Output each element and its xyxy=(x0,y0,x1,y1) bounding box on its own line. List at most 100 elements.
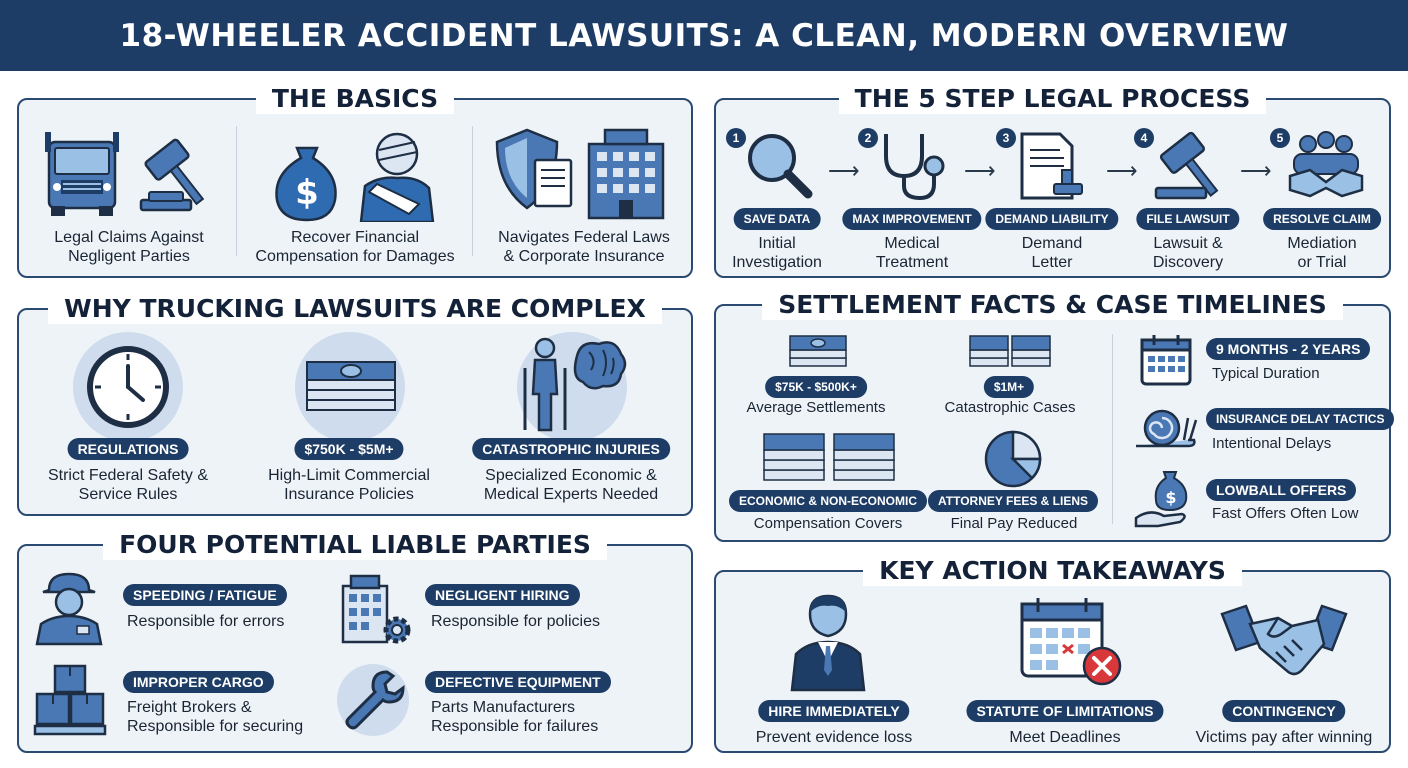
complex-title: WHY TRUCKING LAWSUITS ARE COMPLEX xyxy=(48,294,662,324)
truck-gavel-icon xyxy=(45,132,205,216)
fact-badge-4: ATTORNEY FEES & LIENS xyxy=(927,490,1099,512)
basics-title: THE BASICS xyxy=(255,84,455,114)
basics-caption-2: Recover Financial Compensation for Damag… xyxy=(255,229,455,265)
wrench-icon xyxy=(345,670,405,730)
takeaway-caption-1: Prevent evidence loss xyxy=(755,729,913,746)
arrow-icon: ⟶ xyxy=(964,158,996,183)
document-stamp-icon xyxy=(1020,132,1083,200)
complex-badge-3: CATASTROPHIC INJURIES xyxy=(472,438,670,460)
driver-icon xyxy=(35,572,103,646)
basics-panel: THE BASICS Legal Claims Against Negligen… xyxy=(17,84,693,278)
settlement-title: SETTLEMENT FACTS & CASE TIMELINES xyxy=(762,290,1343,320)
cash-stack-icon xyxy=(789,335,847,367)
step-caption-4: Lawsuit & Discovery xyxy=(1152,235,1224,271)
boxes-icon xyxy=(33,664,107,736)
takeaways-panel: KEY ACTION TAKEAWAYS HIRE IMMEDIATELY Pr… xyxy=(714,556,1391,753)
calendar-icon xyxy=(1140,335,1192,386)
hand-money-icon: $ xyxy=(1134,471,1188,528)
takeaways-title: KEY ACTION TAKEAWAYS xyxy=(863,556,1242,586)
timeline-badge-2: INSURANCE DELAY TACTICS xyxy=(1206,408,1395,430)
cash-stack-icon xyxy=(306,361,396,411)
fact-caption-3: Compensation Covers xyxy=(753,515,903,532)
step-caption-2: Medical Treatment xyxy=(875,235,949,271)
liable-badge-1: SPEEDING / FATIGUE xyxy=(123,584,287,606)
liable-panel: FOUR POTENTIAL LIABLE PARTIES SPEEDING /… xyxy=(17,530,693,753)
liable-badge-3: IMPROPER CARGO xyxy=(123,671,274,693)
complex-caption-1: Strict Federal Safety & Service Rules xyxy=(47,467,209,503)
process-title: THE 5 STEP LEGAL PROCESS xyxy=(838,84,1267,114)
divider xyxy=(472,126,473,256)
step-number-1: 1 xyxy=(726,128,746,148)
liable-caption-2: Responsible for policies xyxy=(431,613,600,630)
clock-icon xyxy=(87,346,169,428)
arrow-icon: ⟶ xyxy=(828,158,860,183)
crutches-brain-icon xyxy=(523,337,627,432)
svg-text:$: $ xyxy=(295,173,319,213)
snail-icon xyxy=(1136,409,1198,448)
step-caption-5: Mediation or Trial xyxy=(1287,235,1357,271)
complex-panel: WHY TRUCKING LAWSUITS ARE COMPLEX REGULA… xyxy=(17,294,693,516)
fact-badge-2: $1M+ xyxy=(983,376,1035,398)
liable-title: FOUR POTENTIAL LIABLE PARTIES xyxy=(103,530,607,560)
arrow-icon: ⟶ xyxy=(1240,158,1272,183)
pie-chart-icon xyxy=(984,430,1042,488)
timeline-caption-3: Fast Offers Often Low xyxy=(1212,505,1359,522)
divider xyxy=(236,126,237,256)
liable-badge-4: DEFECTIVE EQUIPMENT xyxy=(425,671,611,693)
takeaway-caption-2: Meet Deadlines xyxy=(1009,729,1121,746)
calendar-x-icon xyxy=(1020,598,1122,686)
step-number-5: 5 xyxy=(1270,128,1290,148)
step-number-2: 2 xyxy=(858,128,878,148)
step-badge-1: SAVE DATA xyxy=(733,208,821,230)
lawyer-icon xyxy=(790,594,866,692)
settlement-panel: SETTLEMENT FACTS & CASE TIMELINES $75K -… xyxy=(714,290,1395,542)
takeaway-caption-3: Victims pay after winning xyxy=(1195,729,1373,746)
complex-badge-1: REGULATIONS xyxy=(67,438,189,460)
liable-badge-2: NEGLIGENT HIRING xyxy=(425,584,580,606)
step-badge-3: DEMAND LIABILITY xyxy=(985,208,1119,230)
cash-stacks-icon xyxy=(763,433,895,481)
fact-badge-1: $75K - $500K+ xyxy=(765,376,867,398)
handshake-icon xyxy=(1220,604,1348,676)
fact-badge-3: ECONOMIC & NON-ECONOMIC xyxy=(729,490,927,512)
handshake-group-icon xyxy=(1288,131,1364,198)
step-number-3: 3 xyxy=(996,128,1016,148)
liable-caption-3: Freight Brokers & Responsible for securi… xyxy=(127,699,304,735)
timeline-badge-3: LOWBALL OFFERS xyxy=(1206,479,1357,501)
page-header: 18-WHEELER ACCIDENT LAWSUITS: A CLEAN, M… xyxy=(0,0,1408,71)
step-caption-3: Demand Letter xyxy=(1021,235,1083,271)
company-gear-icon xyxy=(341,574,411,644)
fact-caption-2: Catastrophic Cases xyxy=(944,399,1076,416)
takeaway-badge-3: CONTINGENCY xyxy=(1222,700,1346,722)
shield-building-icon xyxy=(495,128,665,220)
step-number-4: 4 xyxy=(1134,128,1154,148)
basics-caption-1: Legal Claims Against Negligent Parties xyxy=(54,229,204,265)
divider xyxy=(1112,334,1113,524)
magnifier-icon xyxy=(748,134,813,199)
step-badge-4: FILE LAWSUIT xyxy=(1136,208,1240,230)
takeaway-badge-1: HIRE IMMEDIATELY xyxy=(758,700,910,722)
svg-text:$: $ xyxy=(1165,488,1176,507)
page-title: 18-WHEELER ACCIDENT LAWSUITS: A CLEAN, M… xyxy=(119,17,1289,54)
stethoscope-icon xyxy=(884,134,945,201)
complex-caption-2: High-Limit Commercial Insurance Policies xyxy=(268,467,430,503)
timeline-caption-1: Typical Duration xyxy=(1212,365,1320,382)
fact-caption-4: Final Pay Reduced xyxy=(950,515,1078,532)
arrow-icon: ⟶ xyxy=(1106,158,1138,183)
fact-caption-1: Average Settlements xyxy=(746,399,886,416)
takeaway-badge-2: STATUTE OF LIMITATIONS xyxy=(966,700,1164,722)
timeline-caption-2: Intentional Delays xyxy=(1212,435,1332,452)
complex-caption-3: Specialized Economic & Medical Experts N… xyxy=(483,467,659,503)
step-caption-1: Initial Investigation xyxy=(732,235,822,271)
money-bag-injured-person-icon: $ xyxy=(275,132,435,222)
liable-caption-4: Parts Manufacturers Responsible for fail… xyxy=(431,699,599,735)
cash-stacks-icon xyxy=(969,335,1051,367)
complex-badge-2: $750K - $5M+ xyxy=(294,438,404,460)
liable-caption-1: Responsible for errors xyxy=(127,613,285,630)
step-badge-2: MAX IMPROVEMENT xyxy=(842,208,982,230)
basics-caption-3: Navigates Federal Laws & Corporate Insur… xyxy=(498,229,670,265)
timeline-badge-1: 9 MONTHS - 2 YEARS xyxy=(1206,338,1371,360)
process-panel: THE 5 STEP LEGAL PROCESS 1 SAVE DATA Ini… xyxy=(714,84,1391,278)
gavel-icon xyxy=(1154,131,1219,200)
step-badge-5: RESOLVE CLAIM xyxy=(1263,208,1381,230)
